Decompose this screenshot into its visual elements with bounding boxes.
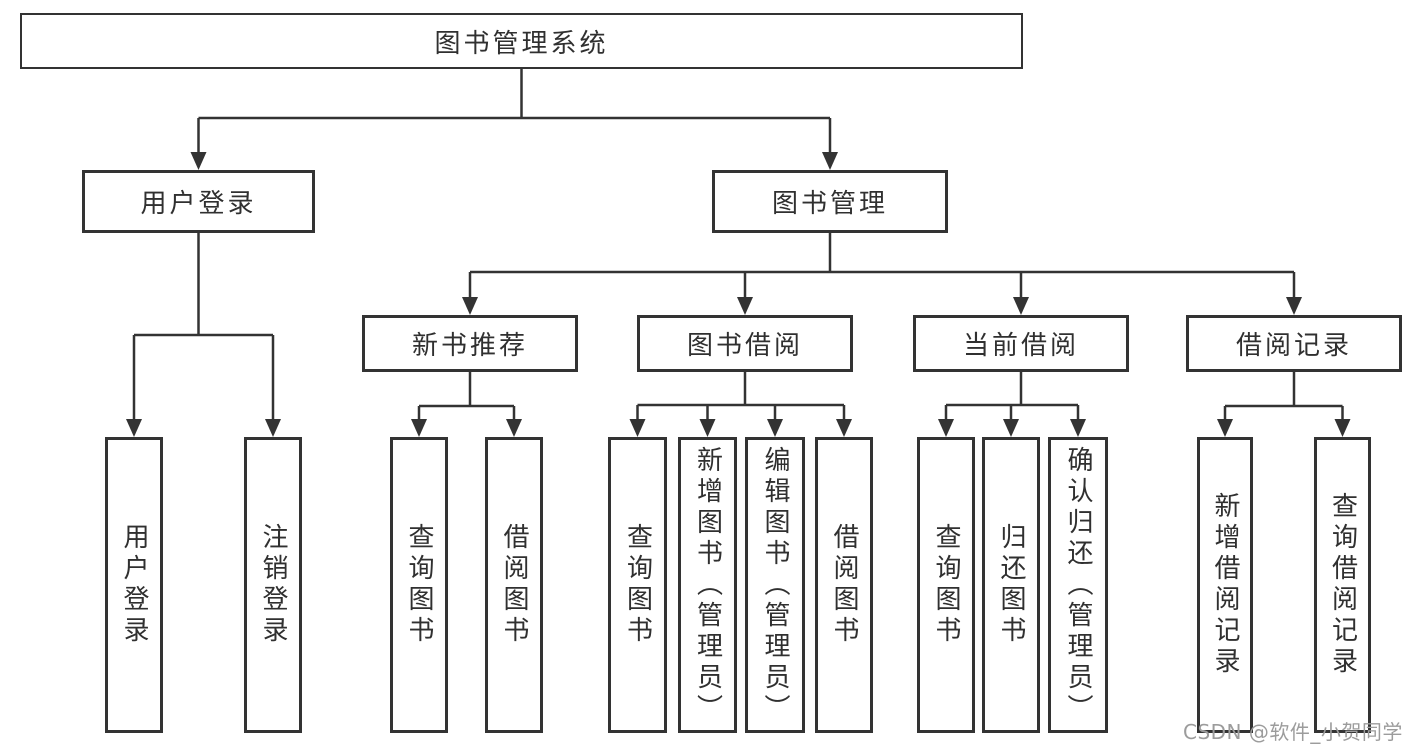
arrowhead: [462, 297, 478, 315]
arrowhead: [938, 419, 954, 437]
node-leaf-query-books: 查询图书: [390, 437, 448, 733]
node-book-management-branch: 图书管理: [712, 170, 948, 233]
connector-userlogin-to-children: [126, 233, 281, 437]
node-label: 编辑图书（管理员）: [760, 445, 790, 725]
connector-bookmgmt-to-level2: [462, 233, 1302, 315]
node-leaf-confirm-return-admin: 确认归还（管理员）: [1048, 437, 1108, 733]
connector-rec-to-children: [411, 372, 522, 437]
node-current-borrow: 当前借阅: [913, 315, 1129, 372]
node-label: 用户登录: [140, 189, 257, 219]
node-label: 图书管理: [771, 189, 888, 219]
arrowhead: [506, 419, 522, 437]
node-leaf-user-login: 用户登录: [105, 437, 163, 733]
arrowhead: [822, 152, 838, 170]
node-label: 查询图书: [622, 523, 653, 647]
node-label: 图书管理系统: [434, 28, 609, 59]
node-label: 新书推荐: [411, 331, 528, 361]
arrowhead: [1070, 419, 1086, 437]
arrowhead: [699, 419, 716, 437]
connector-records-to-children: [1217, 372, 1351, 437]
node-label: 用户登录: [119, 523, 149, 647]
node-label: 查询图书: [404, 523, 434, 647]
connector-borrow-to-children: [629, 372, 852, 437]
node-user-login-branch: 用户登录: [82, 170, 315, 233]
node-library-management-system: 图书管理系统: [20, 13, 1023, 69]
node-leaf-borrow-books: 借阅图书: [815, 437, 873, 733]
node-label: 查询借阅记录: [1327, 492, 1358, 678]
node-leaf-query-books: 查询图书: [917, 437, 975, 733]
node-label: 新增图书（管理员）: [692, 445, 723, 725]
node-leaf-return-books: 归还图书: [982, 437, 1040, 733]
node-label: 注销登录: [258, 523, 288, 647]
node-leaf-query-borrow-record: 查询借阅记录: [1314, 437, 1371, 733]
node-label: 图书借阅: [686, 331, 803, 361]
node-label: 查询图书: [931, 523, 961, 647]
arrowhead: [1334, 419, 1351, 437]
node-label: 归还图书: [996, 523, 1026, 647]
node-label: 借阅图书: [499, 523, 529, 647]
arrowhead: [1013, 297, 1029, 315]
arrowhead: [411, 419, 427, 437]
node-label: 确认归还（管理员）: [1063, 445, 1093, 725]
arrowhead: [836, 419, 852, 437]
node-leaf-query-books: 查询图书: [608, 437, 667, 733]
node-label: 借阅记录: [1235, 331, 1352, 361]
connector-root-to-level1: [190, 69, 838, 170]
node-leaf-add-books-admin: 新增图书（管理员）: [678, 437, 737, 733]
node-leaf-add-borrow-record: 新增借阅记录: [1197, 437, 1253, 733]
node-new-book-recommend: 新书推荐: [362, 315, 578, 372]
node-book-borrow: 图书借阅: [637, 315, 853, 372]
arrowhead: [1003, 419, 1019, 437]
node-borrow-records: 借阅记录: [1186, 315, 1402, 372]
arrowhead: [1286, 297, 1302, 315]
node-label: 新增借阅记录: [1210, 492, 1240, 678]
arrowhead: [126, 419, 142, 437]
node-label: 当前借阅: [962, 331, 1079, 361]
node-label: 借阅图书: [829, 523, 859, 647]
node-leaf-edit-books-admin: 编辑图书（管理员）: [745, 437, 805, 733]
connector-current-to-children: [938, 372, 1086, 437]
csdn-watermark: CSDN @软件_小贺同学: [1183, 720, 1403, 744]
arrowhead: [190, 152, 207, 170]
node-leaf-logout: 注销登录: [244, 437, 302, 733]
arrowhead: [737, 297, 753, 315]
arrowhead: [629, 419, 646, 437]
arrowhead: [265, 419, 281, 437]
arrowhead: [1217, 419, 1233, 437]
arrowhead: [767, 419, 783, 437]
node-leaf-borrow-books: 借阅图书: [485, 437, 543, 733]
